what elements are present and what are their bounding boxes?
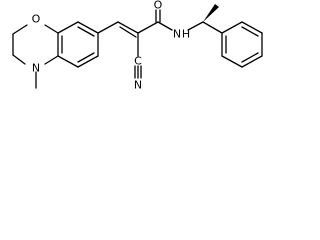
bond-ph-5: [241, 21, 263, 34]
bond-ph-6: [221, 21, 243, 34]
atom-label-amide-nitrogen: N: [173, 28, 181, 41]
bond-carbonyl-amide-n: [157, 21, 173, 31]
atom-label-ring-oxygen: O: [32, 13, 41, 26]
atom-label-ring-nitrogen: N: [32, 62, 40, 75]
bond-ar-1: [57, 21, 79, 34]
bond-ph-5-inner: [241, 26, 259, 37]
atom-label-amide-hydrogen: H: [182, 28, 190, 41]
bond-ph-3: [241, 55, 263, 68]
bond-amide-n-chiral: [187, 21, 204, 31]
bond-vinyl-double: [117, 21, 139, 34]
bond-ph-3-inner: [241, 52, 259, 63]
atom-label-cyano-nitrogen: N: [134, 79, 142, 92]
bond-ar-4: [77, 55, 99, 68]
bond-chiral-phenyl: [202, 21, 223, 34]
benzoxazine-ring-system: [12, 21, 99, 89]
cyanoacrylamide-linker: [97, 9, 204, 79]
bond-vinyl-double-inner: [119, 26, 137, 38]
bond-aryl-vinyl: [97, 21, 119, 34]
atom-labels: O N O N H C N: [32, 0, 190, 92]
bond-ar-2: [77, 21, 99, 34]
bond-o-ch2: [12, 24, 28, 35]
atom-label-amide-oxygen: O: [154, 0, 163, 12]
bond-ph-2: [221, 55, 243, 68]
structure-diagram: O N O N H C N: [12, 0, 263, 92]
bond-o-aryl: [44, 24, 59, 34]
bond-ar-2-inner: [77, 26, 95, 37]
phenylethyl-group: [202, 4, 263, 68]
bond-ar-5: [57, 55, 79, 68]
wedge-bond-methyl: [203, 4, 219, 22]
atom-label-cyano-carbon: C: [134, 55, 142, 68]
bond-n-aryl: [44, 55, 59, 65]
bond-ar-4-inner: [77, 52, 95, 63]
bond-ch2-n: [12, 54, 26, 65]
bond-alpha-carbonyl: [137, 21, 159, 34]
